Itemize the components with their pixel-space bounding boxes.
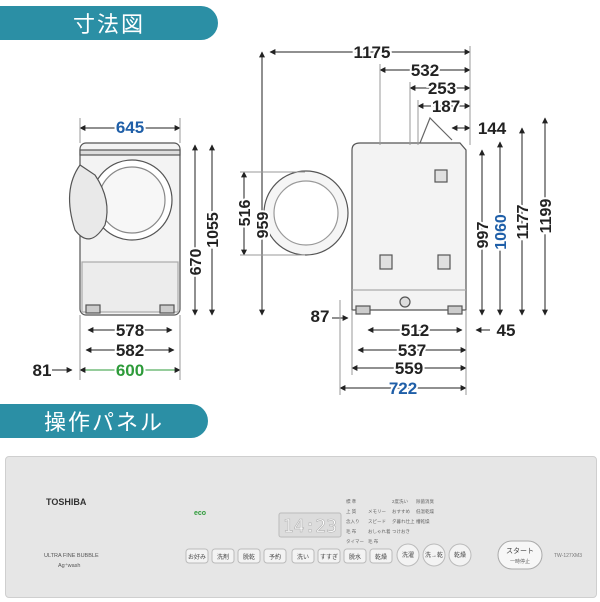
menu-col2-3: 毛 布 — [368, 538, 379, 545]
door-height-959: 959 — [255, 212, 272, 239]
side-depth-532: 532 — [411, 61, 439, 80]
front-height-1055: 1055 — [205, 212, 222, 248]
front-height-670: 670 — [188, 249, 205, 276]
front-width-582: 582 — [116, 341, 144, 360]
front-left-offset: 81 — [33, 361, 52, 380]
button-sentaku-label: 洗濯 — [402, 551, 414, 559]
control-panel: TOSHIBA ULTRA FINE BUBBLE Ag⁺wash eco 14… — [5, 456, 597, 598]
menu-col1-4: タイマー — [346, 538, 364, 545]
start-pause-button[interactable] — [497, 540, 543, 570]
door-view — [263, 170, 349, 256]
dimensions-section-header: 寸法図 — [0, 6, 218, 40]
brand-logo: TOSHIBA — [46, 497, 87, 507]
button-dassui[interactable] — [343, 548, 367, 564]
menu-col2-0: メモリー — [368, 509, 386, 514]
side-height-997: 997 — [475, 222, 492, 249]
panel-buttons: お好み 洗剤 脱乾 予約 洗い すすぎ 脱水 乾燥 洗濯 洗→乾 乾燥 — [185, 543, 472, 567]
button-sen-kan-label: 洗→乾 — [425, 551, 443, 559]
button-arai[interactable] — [291, 548, 315, 564]
front-view-washer — [68, 142, 181, 316]
menu-col3-0: 2度洗い — [392, 498, 409, 505]
dimensions-diagram: 645 578 582 600 81 670 1055 516 959 — [33, 41, 557, 400]
dimensions-header-text: 寸法図 — [72, 13, 145, 38]
front-view-dimensions — [52, 118, 215, 380]
door-height-516: 516 — [237, 200, 254, 227]
side-small-top-144: 144 — [478, 119, 507, 138]
side-height-1060: 1060 — [493, 214, 510, 250]
menu-col3-2: 夕暮れ仕上 — [392, 518, 415, 525]
button-dassui-label: 脱水 — [349, 553, 361, 561]
button-arai-label: 洗い — [297, 553, 309, 561]
button-kansou-course-label: 乾燥 — [454, 551, 466, 559]
button-dakkan[interactable] — [237, 548, 261, 564]
button-dakkan-label: 脱乾 — [243, 553, 255, 561]
side-depth-187: 187 — [432, 97, 460, 116]
side-depth-253: 253 — [428, 79, 456, 98]
button-kansou-label: 乾燥 — [375, 553, 387, 561]
menu-col1-0: 標 準 — [346, 498, 357, 505]
button-okonomi-label: お好み — [188, 553, 206, 561]
menu-col3-1: おすすめ — [392, 508, 410, 515]
side-depth-512: 512 — [401, 321, 429, 340]
agwash-label: Ag⁺wash — [58, 562, 80, 569]
menu-col2-1: スピード — [368, 519, 386, 524]
clock-display — [278, 512, 342, 538]
side-view-washer — [351, 116, 467, 315]
side-left-offset-87: 87 — [311, 307, 330, 326]
menu-col1-3: 毛 布 — [346, 528, 357, 535]
menu-col4-1: 低温乾燥 — [416, 508, 434, 515]
button-sentaku[interactable] — [396, 543, 420, 567]
menu-col3-3: つけおき — [392, 528, 410, 535]
side-right-offset-45: 45 — [497, 321, 516, 340]
panel-section-header: 操作パネル — [0, 404, 208, 438]
control-panel-graphic: TOSHIBA ULTRA FINE BUBBLE Ag⁺wash eco 14… — [44, 497, 582, 570]
button-susugi[interactable] — [317, 548, 341, 564]
menu-col2-2: おしゃれ着 — [368, 528, 391, 535]
button-senzai-label: 洗剤 — [217, 553, 229, 561]
menu-col1-1: 上 質 — [346, 508, 357, 515]
clock-readout: 14:23 — [283, 516, 337, 537]
button-yoyaku-label: 予約 — [269, 553, 281, 561]
side-view-dimensions — [269, 46, 548, 395]
door-view-dimensions — [240, 51, 305, 316]
menu-col4-0: 除菌消臭 — [416, 498, 434, 505]
side-depth-537: 537 — [398, 341, 426, 360]
button-sen-kan[interactable] — [422, 543, 446, 567]
side-depth-1175: 1175 — [354, 43, 391, 62]
button-kansou[interactable] — [369, 548, 393, 564]
pause-label: 一時停止 — [510, 558, 530, 565]
button-susugi-label: すすぎ — [320, 553, 338, 561]
button-okonomi[interactable] — [185, 548, 209, 564]
side-depth-722: 722 — [389, 379, 417, 398]
ufb-label: ULTRA FINE BUBBLE — [44, 553, 99, 559]
eco-indicator: eco — [194, 510, 206, 517]
button-senzai[interactable] — [211, 548, 235, 564]
button-yoyaku[interactable] — [263, 548, 287, 564]
start-label: スタート — [506, 546, 534, 555]
model-number: TW-127XM3 — [554, 553, 582, 559]
menu-col1-2: 念入り — [346, 518, 360, 525]
front-width-600: 600 — [116, 361, 144, 380]
menu-col4-2: 槽乾燥 — [416, 518, 430, 525]
panel-header-text: 操作パネル — [43, 411, 164, 436]
front-width-578: 578 — [116, 321, 144, 340]
side-height-1199: 1199 — [538, 199, 555, 234]
button-kansou-course[interactable] — [448, 543, 472, 567]
side-height-1177: 1177 — [515, 205, 532, 240]
side-depth-559: 559 — [395, 359, 423, 378]
menu-options: 標 準 上 質 念入り 毛 布 タイマー メモリー スピード おしゃれ着 毛 布… — [346, 498, 434, 545]
front-top-width: 645 — [116, 118, 144, 137]
